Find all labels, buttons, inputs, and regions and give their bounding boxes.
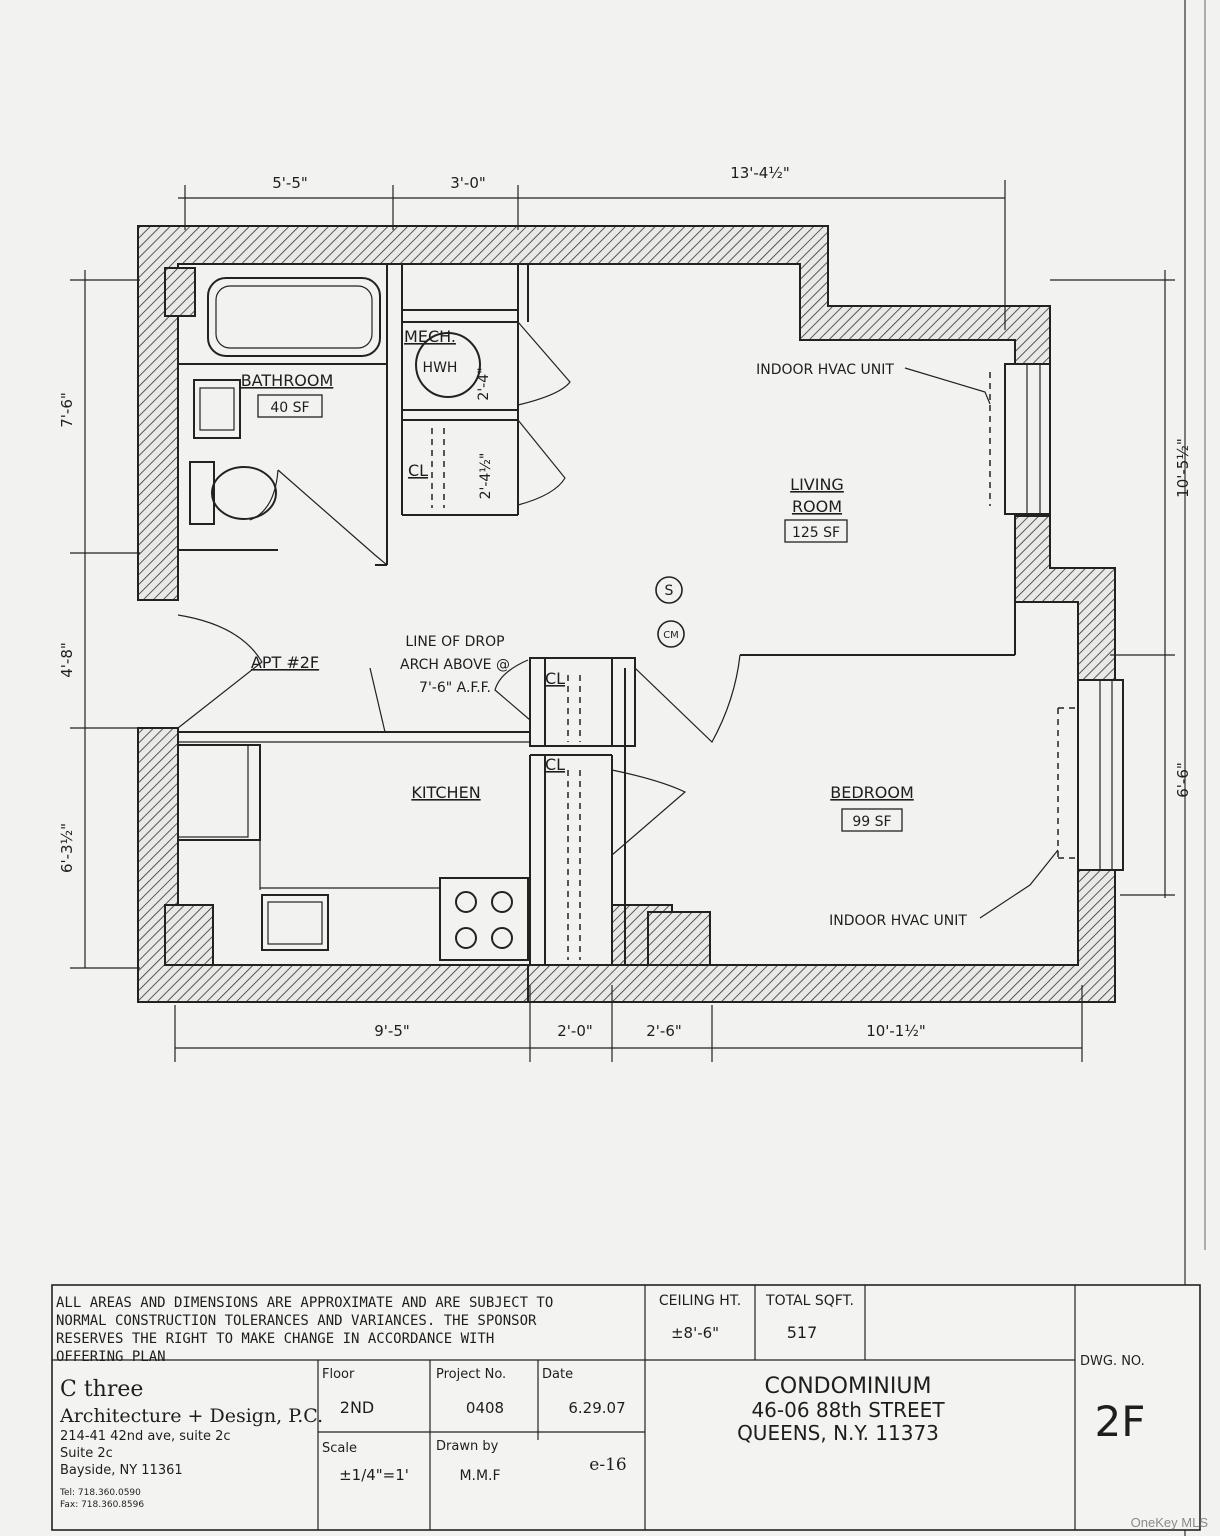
- firm-address-3: Bayside, NY 11361: [60, 1463, 183, 1478]
- disclaimer-line-1: ALL AREAS AND DIMENSIONS ARE APPROXIMATE…: [56, 1295, 553, 1311]
- dim-right-2: 6'-6": [1174, 762, 1192, 798]
- window-bedroom: [1077, 679, 1124, 871]
- dim-left-3: 6'-3½": [58, 823, 76, 873]
- dim-bottom-1: 9'-5": [374, 1022, 410, 1040]
- living-room-label-1: LIVING: [790, 475, 844, 494]
- disclaimer-line-4: OFFERING PLAN: [56, 1349, 166, 1365]
- dim-left-2: 4'-8": [58, 642, 76, 678]
- window-living: [1004, 363, 1051, 515]
- closet-upper-dim: 2'-4½": [478, 453, 494, 500]
- dim-left-1: 7'-6": [58, 392, 76, 428]
- firm-fax: Fax: 718.360.8596: [60, 1500, 144, 1510]
- bedroom-area: 99 SF: [852, 814, 891, 830]
- closet-mid-label: CL: [545, 669, 565, 688]
- bathroom-label: BATHROOM: [241, 371, 334, 390]
- hwh-label: HWH: [423, 360, 458, 376]
- floor-label: Floor: [322, 1367, 355, 1382]
- drop-arch-line-2: ARCH ABOVE @: [400, 657, 510, 673]
- living-room-area: 125 SF: [792, 525, 840, 541]
- dwg-no-value: 2F: [1095, 1397, 1146, 1446]
- firm-address-2: Suite 2c: [60, 1446, 113, 1461]
- interior-walls: [178, 264, 1016, 965]
- scale-label: Scale: [322, 1441, 357, 1456]
- co-detector-label: CM: [663, 630, 679, 641]
- exterior-walls: [137, 225, 1116, 1003]
- drop-arch-line-3: 7'-6" A.F.F.: [419, 680, 491, 696]
- dim-bottom-2: 2'-0": [557, 1022, 593, 1040]
- closet-lower-label: CL: [545, 755, 565, 774]
- ceiling-label: CEILING HT.: [659, 1293, 741, 1309]
- sheet-reference: e-16: [589, 1455, 626, 1475]
- leader-lines: [369, 367, 1059, 919]
- dim-bottom-4: 10'-1½": [866, 1022, 926, 1040]
- bedroom-label: BEDROOM: [830, 783, 914, 802]
- dim-right-1: 10'-5½": [1174, 438, 1192, 498]
- fixtures: [177, 277, 1078, 961]
- firm-address-1: 214-41 42nd ave, suite 2c: [60, 1429, 231, 1444]
- firm-tel: Tel: 718.360.0590: [59, 1488, 141, 1498]
- scale-value: ±1/4"=1': [339, 1466, 409, 1484]
- living-room-label-2: ROOM: [792, 497, 842, 516]
- project-no-label: Project No.: [436, 1367, 506, 1382]
- date-label: Date: [542, 1367, 573, 1382]
- disclaimer-line-2: NORMAL CONSTRUCTION TOLERANCES AND VARIA…: [56, 1313, 537, 1329]
- drawn-by-value: M.M.F: [459, 1468, 500, 1484]
- watermark: OneKey MLS: [1130, 1515, 1208, 1530]
- drop-arch-line-1: LINE OF DROP: [405, 634, 504, 650]
- project-title-line-2: 46-06 88th STREET: [751, 1398, 945, 1422]
- disclaimer-line-3: RESERVES THE RIGHT TO MAKE CHANGE IN ACC…: [56, 1331, 494, 1347]
- title-block: [51, 1284, 1201, 1531]
- dim-top-2: 3'-0": [450, 174, 486, 192]
- firm-name-line-1: C three: [60, 1377, 143, 1402]
- dim-top-3: 13'-4½": [730, 164, 790, 182]
- project-title-line-3: QUEENS, N.Y. 11373: [737, 1421, 939, 1445]
- ceiling-value: ±8'-6": [671, 1324, 719, 1342]
- date-value: 6.29.07: [568, 1399, 625, 1417]
- dimension-lines: [70, 180, 1175, 1062]
- total-sqft-value: 517: [787, 1323, 818, 1342]
- hvac-top-label: INDOOR HVAC UNIT: [756, 362, 894, 378]
- hvac-bottom-label: INDOOR HVAC UNIT: [829, 913, 967, 929]
- closet-upper-label: CL: [408, 461, 428, 480]
- dwg-no-label: DWG. NO.: [1080, 1354, 1145, 1369]
- total-sqft-label: TOTAL SQFT.: [765, 1293, 854, 1309]
- floor-value: 2ND: [340, 1398, 374, 1417]
- mech-dim: 2'-4": [476, 367, 492, 400]
- dim-top-1: 5'-5": [272, 174, 308, 192]
- drawn-by-label: Drawn by: [436, 1439, 499, 1454]
- firm-name-line-2: Architecture + Design, P.C.: [59, 1405, 323, 1427]
- apt-label: APT #2F: [251, 653, 319, 672]
- project-title-line-1: CONDOMINIUM: [765, 1374, 932, 1399]
- mech-label: MECH.: [404, 327, 456, 346]
- project-no-value: 0408: [466, 1399, 504, 1417]
- smoke-detector-label: S: [665, 583, 674, 599]
- dim-bottom-3: 2'-6": [646, 1022, 682, 1040]
- kitchen-label: KITCHEN: [411, 783, 480, 802]
- bathroom-area: 40 SF: [270, 400, 309, 416]
